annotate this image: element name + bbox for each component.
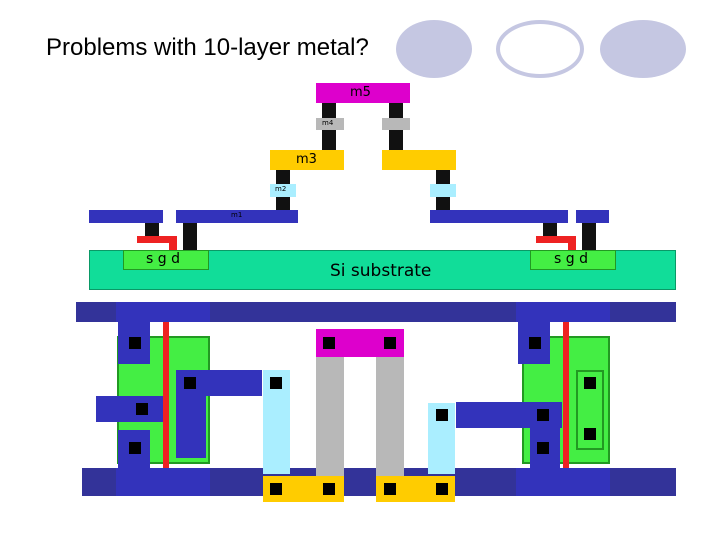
metal5-bar <box>316 83 410 103</box>
via-m2-m1-left <box>276 197 290 210</box>
via-m4-m3-left <box>322 130 336 150</box>
via-m2-m1-right <box>436 197 450 210</box>
metal2-pad-left <box>270 184 296 197</box>
contact-right-d <box>582 223 596 250</box>
metal4-label: m4 <box>322 119 334 127</box>
via-m4-m3-right <box>389 130 403 150</box>
metal1-segment-4 <box>576 210 609 223</box>
contact-sq-right-2 <box>584 377 596 389</box>
bottom-rail-highlight-left <box>116 468 210 496</box>
metal1-label: m1 <box>231 211 243 219</box>
bottom-rail-highlight-right <box>516 468 610 496</box>
metal3-bar-right <box>382 150 456 170</box>
metal1-segment-1 <box>89 210 163 223</box>
metal1-segment-2 <box>176 210 298 223</box>
metal4-pad-left <box>316 118 344 130</box>
poly-gate-right-h <box>536 236 576 243</box>
metal4-pad-right <box>382 118 410 130</box>
via-sq-m2-left-top <box>270 377 282 389</box>
via-sq-m3-right-2 <box>436 483 448 495</box>
contact-sq-left-2 <box>136 403 148 415</box>
via-sq-m3-right-1 <box>384 483 396 495</box>
contact-sq-left-1 <box>129 337 141 349</box>
metal3-bar-left <box>270 150 344 170</box>
contact-sq-right-5 <box>537 442 549 454</box>
decor-circle-3 <box>600 20 686 78</box>
via-sq-m2-right-top <box>436 409 448 421</box>
via-sq-m3-left-1 <box>270 483 282 495</box>
slide-title: Problems with 10-layer metal? <box>46 34 369 61</box>
substrate-label: Si substrate <box>330 261 432 281</box>
metal1-segment-3 <box>430 210 568 223</box>
via-sq-m3-left-2 <box>323 483 335 495</box>
metal3-label: m3 <box>296 152 317 167</box>
m4-strap-right <box>376 356 404 480</box>
top-rail-highlight-left <box>116 302 210 322</box>
terminal-region-right <box>530 250 616 270</box>
metal2-pad-right <box>430 184 456 197</box>
via-m3-m2-left <box>276 170 290 184</box>
poly-right <box>563 322 569 468</box>
poly-gate-left-v <box>169 236 177 250</box>
contact-sq-left-4 <box>184 377 196 389</box>
decor-circle-1 <box>396 20 472 78</box>
m1-left-stub <box>96 396 166 422</box>
contact-sq-right-3 <box>537 409 549 421</box>
poly-left <box>163 322 169 468</box>
contact-left-d <box>183 223 197 250</box>
metal5-label: m5 <box>350 85 371 100</box>
terminal-label-left: s g d <box>146 251 180 267</box>
via-sq-m5-left <box>323 337 335 349</box>
poly-gate-right-v <box>568 236 576 250</box>
via-m3-m2-right <box>436 170 450 184</box>
metal2-label: m2 <box>275 185 287 193</box>
top-rail-highlight-right <box>516 302 610 322</box>
via-m5-m4-right <box>389 103 403 118</box>
contact-sq-right-1 <box>529 337 541 349</box>
contact-sq-left-3 <box>129 442 141 454</box>
decor-circle-2 <box>496 20 584 78</box>
via-m5-m4-left <box>322 103 336 118</box>
contact-sq-right-4 <box>584 428 596 440</box>
m4-strap-left <box>316 356 344 480</box>
terminal-label-right: s g d <box>554 251 588 267</box>
via-sq-m5-right <box>384 337 396 349</box>
poly-gate-left-h <box>137 236 177 243</box>
terminal-region-left <box>123 250 209 270</box>
